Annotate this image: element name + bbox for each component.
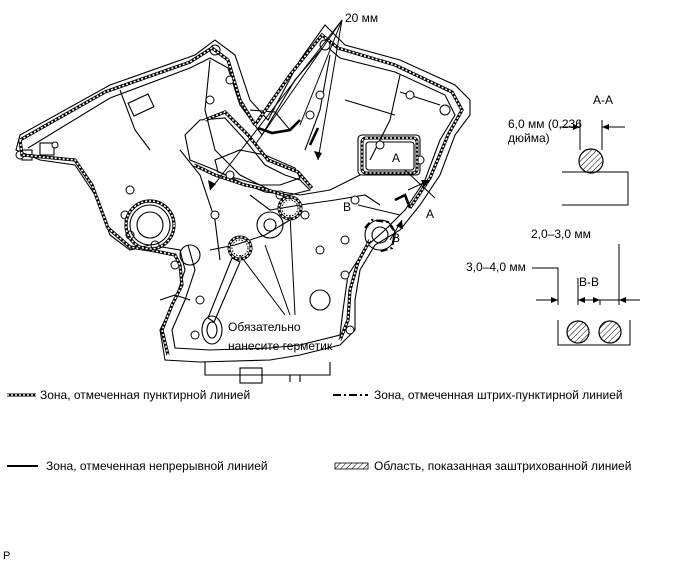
legend: Зона, отмеченная пунктирной линией Зона,… (7, 388, 631, 473)
legend-solid-label: Зона, отмеченная непрерывной линией (46, 459, 268, 473)
section-a-marker-end: A (426, 207, 434, 221)
sealant-bead-aa (578, 148, 604, 174)
width-20mm-label: 20 мм (345, 11, 378, 25)
section-b-marker: B (343, 200, 351, 214)
legend-dashdot-label: Зона, отмеченная штрих-пунктирной линией (374, 388, 623, 402)
section-b-marker-end: B (392, 231, 400, 245)
section-bb-bead-dimension: 3,0–4,0 мм (466, 260, 526, 274)
section-bb-detail: 2,0–3,0 мм 3,0–4,0 мм B-B (466, 227, 640, 346)
apply-sealant-line2: нанесите герметик (228, 339, 333, 353)
timing-cover-outline (15, 24, 471, 384)
legend-hatched-label: Область, показанная заштрихованной линие… (374, 459, 631, 473)
legend-dashdot: Зона, отмеченная штрих-пунктирной линией (333, 388, 623, 402)
connecting-rod (201, 257, 241, 345)
leader-arrowheads (208, 151, 430, 229)
legend-hatched: Область, показанная заштрихованной линие… (334, 459, 631, 473)
legend-dotted: Зона, отмеченная пунктирной линией (7, 388, 250, 402)
section-bb-gap-dimension: 2,0–3,0 мм (531, 227, 591, 241)
apply-sealant-line1: Обязательно (228, 320, 301, 334)
section-aa-dimension-line1: 6,0 мм (0,236 (508, 117, 582, 131)
section-bb-title: B-B (579, 275, 599, 289)
sealant-bead-bb-right (598, 320, 622, 344)
sealant-dashdot-zone (364, 218, 397, 254)
section-aa-detail: A-A 6,0 мм (0,236 дюйма) (508, 93, 629, 206)
section-a-marker: A (392, 151, 400, 165)
sealant-dotted-zone (18, 32, 464, 356)
legend-solid: Зона, отмеченная непрерывной линией (7, 459, 268, 473)
sealant-bead-bb-left (566, 320, 590, 344)
legend-dotted-label: Зона, отмеченная пунктирной линией (40, 388, 250, 402)
section-aa-dimension-line2: дюйма) (508, 131, 550, 145)
section-aa-title: A-A (593, 93, 613, 107)
figure-code: P (3, 550, 10, 562)
leader-lines (209, 19, 436, 316)
